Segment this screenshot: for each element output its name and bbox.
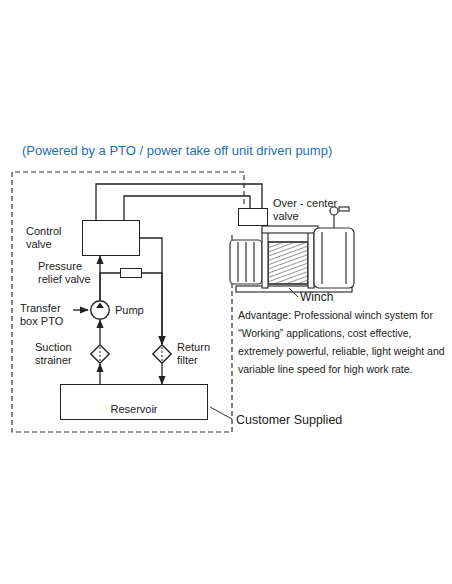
hydraulic-line — [161, 364, 162, 384]
node-label: Pump — [115, 304, 155, 317]
control-valve: Control valve — [82, 220, 140, 256]
diamond-outline — [90, 344, 110, 364]
hydraulic-line — [99, 320, 100, 344]
hydraulic-line — [124, 196, 250, 220]
relief-valve: Pressure relief valve — [120, 268, 142, 278]
diagram-title: (Powered by a PTO / power take off unit … — [22, 143, 332, 159]
region-label: Customer Supplied — [236, 413, 366, 428]
leader-line — [289, 288, 298, 297]
customer-supplied-boundary — [12, 172, 244, 432]
component-label: Winch — [300, 290, 360, 304]
diamond-outline — [152, 344, 172, 364]
component-label: Transfer box PTO — [20, 302, 70, 328]
circle-outline — [90, 300, 110, 320]
strainer-symbol: Suction strainer — [90, 344, 110, 364]
hydraulic-line — [100, 273, 120, 300]
node-label: Reservoir — [61, 403, 207, 416]
hydraulic-line — [99, 364, 100, 384]
reservoir-tank: Reservoir — [60, 384, 208, 420]
pump-symbol: Pump — [90, 300, 110, 320]
node-label: Over - center valve — [273, 197, 343, 223]
pto-drive-arrow — [73, 309, 88, 310]
hydraulic-line — [142, 273, 162, 344]
node-label: Pressure relief valve — [38, 260, 96, 286]
over-center-valve: Over - center valve — [238, 208, 268, 226]
node-label: Suction strainer — [35, 341, 85, 367]
filter-symbol: Return filter — [152, 344, 172, 364]
hydraulic-line — [140, 238, 162, 344]
note-text: Advantage: Professional winch system for… — [238, 306, 450, 378]
leader-line — [210, 407, 232, 419]
node-label: Control valve — [26, 225, 78, 251]
node-label: Return filter — [177, 341, 221, 367]
